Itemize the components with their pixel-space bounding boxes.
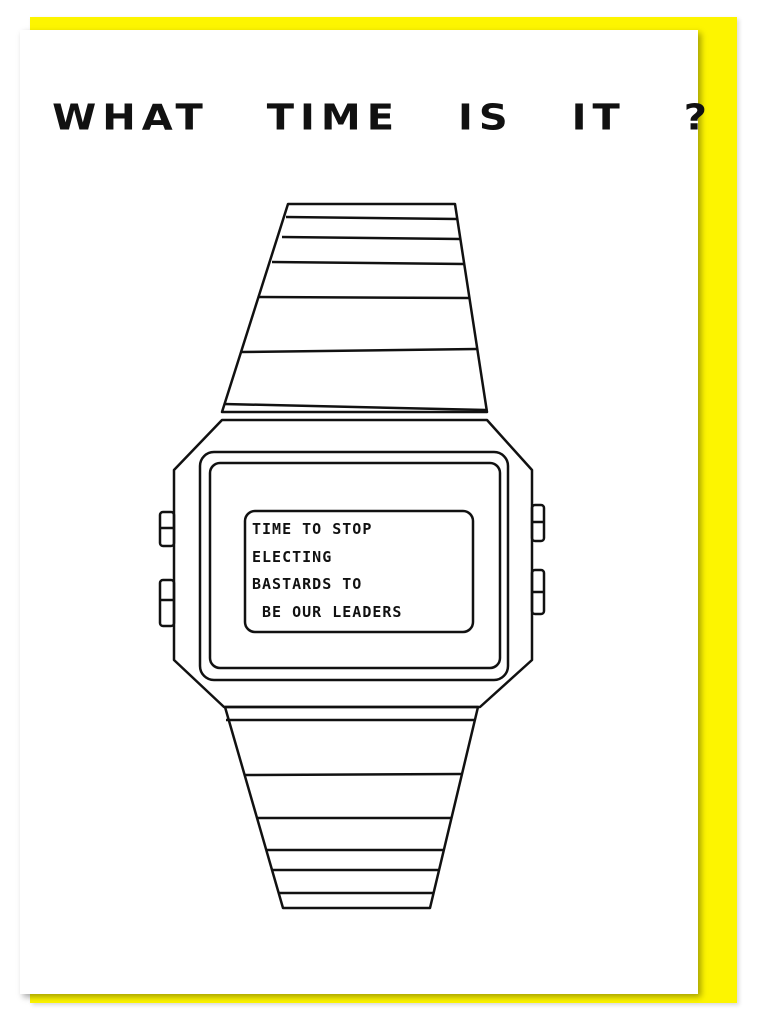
lower-strap <box>223 705 480 910</box>
watch-screen-message: TIME TO STOP ELECTING BASTARDS TO BE OUR… <box>252 516 474 626</box>
upper-strap <box>220 202 489 414</box>
screen-line: TIME TO STOP <box>252 520 373 538</box>
side-buttons <box>158 503 546 628</box>
screen-line: BASTARDS TO <box>252 575 363 593</box>
screen-line: BE OUR LEADERS <box>252 602 403 621</box>
card-title: WHAT TIME IS IT ? <box>52 97 713 139</box>
screen-line: ELECTING <box>252 547 333 566</box>
